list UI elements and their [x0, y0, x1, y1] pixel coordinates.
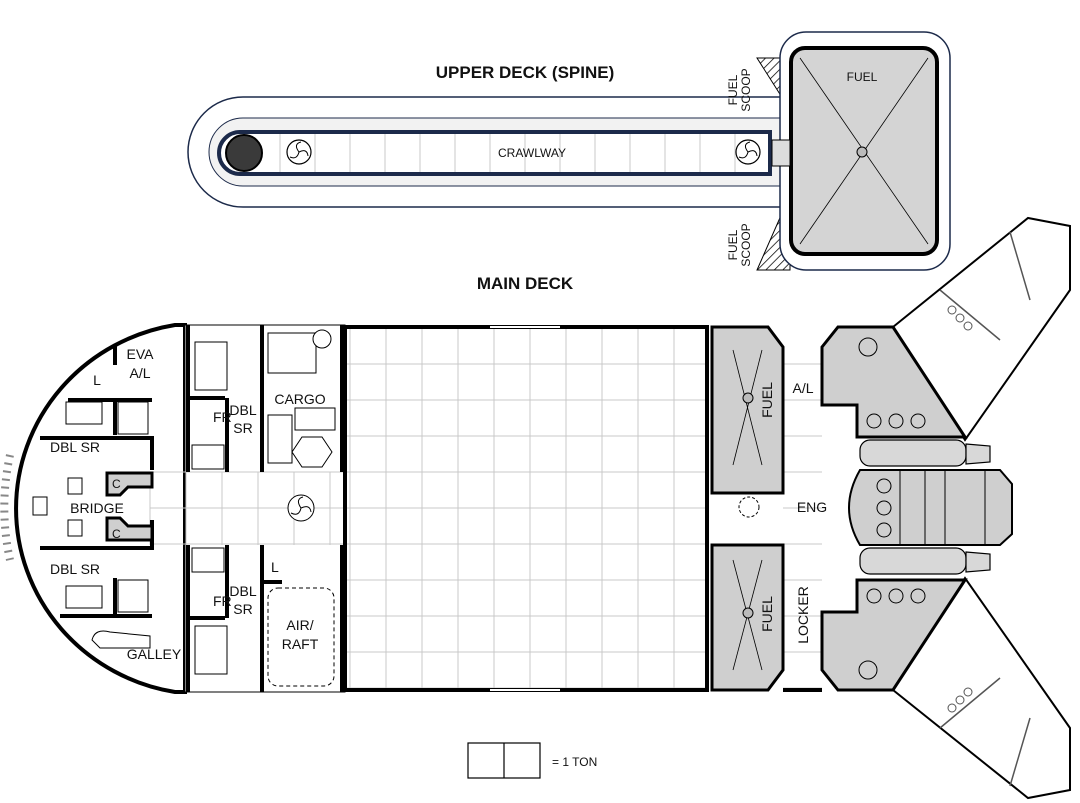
dbl-sr-top-mid-label-1: DBL: [229, 402, 256, 418]
cargo-crate: [267, 414, 293, 464]
fuel-scoop-bottom-label: FUEL SCOOP: [726, 223, 753, 266]
console-top-label: C: [112, 477, 121, 491]
console-bottom-label: C: [112, 527, 121, 541]
airlock-label: A/L: [792, 380, 813, 396]
main-deck-title: MAIN DECK: [477, 274, 574, 293]
svg-text:SCOOP: SCOOP: [739, 68, 753, 111]
fuel-tank-top: [710, 325, 785, 495]
fan-icon: [287, 494, 315, 522]
dbl-sr-bottom-mid-label-2: SR: [233, 601, 252, 617]
main-deck: C C EVA A/L L DBL SR BRIDGE DBL SR GALLE…: [0, 216, 1071, 800]
dbl-sr-bottom-mid-label-1: DBL: [229, 583, 256, 599]
main-drive: [848, 469, 1013, 546]
crawlway: [217, 130, 772, 176]
spine-fuel-label: FUEL: [847, 70, 878, 84]
crawlway-label: CRAWLWAY: [498, 146, 566, 160]
galley-label: GALLEY: [127, 646, 182, 662]
hatch-icon: [225, 134, 263, 172]
console-bottom: [105, 516, 154, 542]
shower-icon: [191, 547, 225, 573]
maneuver-drive-top: [859, 439, 967, 467]
console-top: [105, 471, 154, 497]
cargo-label: CARGO: [274, 391, 325, 407]
power-plant-top: [820, 325, 968, 439]
seat-icon: [67, 477, 83, 495]
cargo-hex-container: [291, 436, 333, 468]
shower-icon: [117, 579, 149, 613]
fuel-scoop-top-label: FUEL SCOOP: [726, 68, 753, 111]
shower-icon: [191, 444, 225, 470]
dbl-sr-top-left-label: DBL SR: [50, 439, 100, 455]
svg-text:FUEL: FUEL: [726, 229, 740, 260]
air-raft-bay: [267, 587, 335, 687]
svg-text:SCOOP: SCOOP: [739, 223, 753, 266]
dbl-sr-top-mid-label-2: SR: [233, 420, 252, 436]
scale-legend: = 1 TON: [467, 742, 597, 779]
svg-text:FUEL: FUEL: [726, 74, 740, 105]
locker-label: LOCKER: [795, 586, 811, 644]
galley-counter: [91, 630, 151, 649]
upper-deck-title: UPPER DECK (SPINE): [436, 63, 615, 82]
bridge-label: BRIDGE: [70, 500, 124, 516]
power-plant-bottom: [820, 578, 968, 692]
upper-deck: CRAWLWAY FUEL SCOOP FUEL SCOOP FUEL: [187, 31, 951, 271]
bed-icon: [194, 341, 228, 391]
fr-top-label: FR: [213, 409, 232, 425]
floor-hatch: [738, 496, 760, 518]
fan-icon: [735, 139, 761, 165]
maneuver-drive-bottom: [859, 547, 967, 575]
bed-icon: [65, 401, 103, 425]
locker-small-bottom-label: L: [271, 559, 279, 575]
spine-hatch: [771, 139, 791, 167]
bed-icon: [65, 585, 103, 609]
locker-small-top-label: L: [93, 372, 101, 388]
cargo-crate: [267, 332, 317, 374]
bridge-windows: [0, 454, 14, 561]
air-raft-label-2: RAFT: [282, 636, 319, 652]
seat-icon: [32, 496, 48, 516]
seat-icon: [67, 519, 83, 537]
eng-label: ENG: [797, 499, 827, 515]
air-raft-label-1: AIR/: [286, 617, 313, 633]
shower-icon: [117, 401, 149, 435]
cargo-drum: [312, 329, 332, 349]
dbl-sr-bottom-left-label: DBL SR: [50, 561, 100, 577]
fan-icon: [286, 139, 312, 165]
cargo-crate: [294, 407, 336, 431]
fr-bottom-label: FR: [213, 593, 232, 609]
bed-icon: [194, 625, 228, 675]
eva-al-label-2: A/L: [129, 365, 150, 381]
fuel-bottom-label: FUEL: [759, 596, 775, 632]
fuel-top-label: FUEL: [759, 382, 775, 418]
eva-al-label-1: EVA: [127, 346, 155, 362]
scale-label: = 1 TON: [552, 755, 597, 769]
